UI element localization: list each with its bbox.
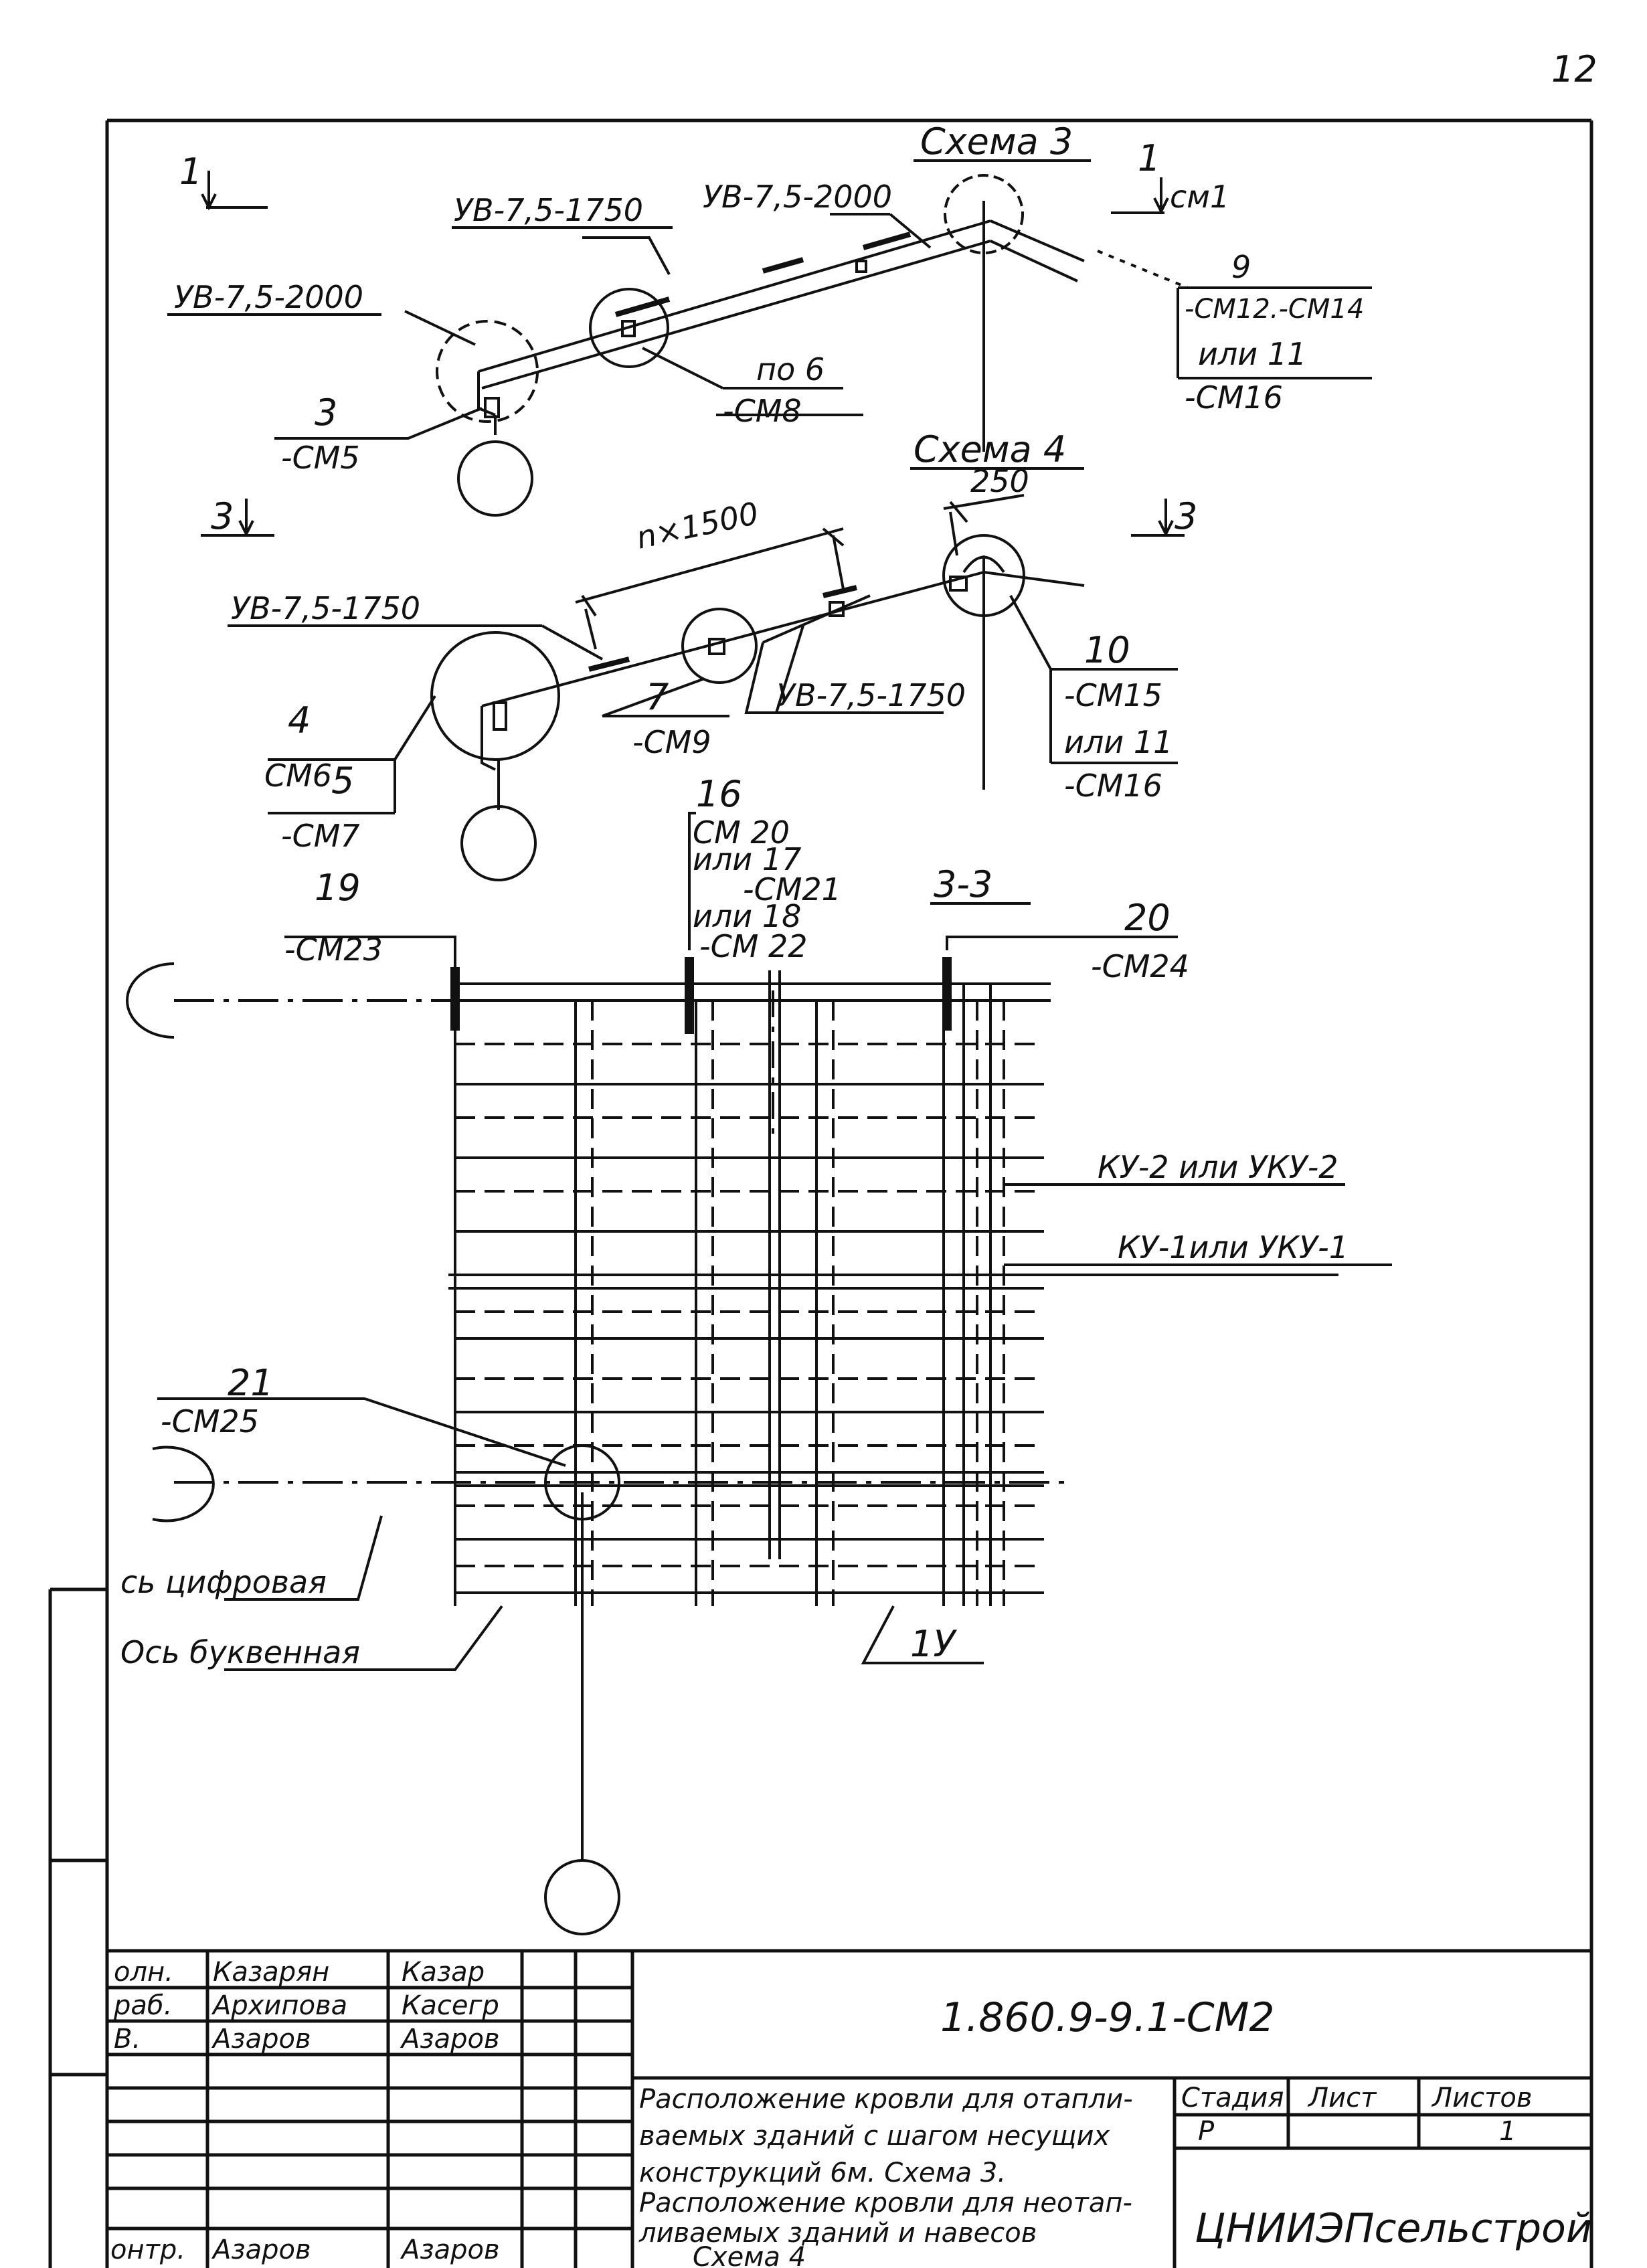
callout-20-num: 20 (1124, 897, 1171, 939)
callout-5-ref: -СМ7 (281, 818, 360, 854)
organization: ЦНИИЭПсельстрой (1195, 2205, 1592, 2252)
sheet-frame (48, 118, 1593, 2268)
callout-20-ref: -СМ24 (1091, 948, 1189, 984)
cut-mark-1-left: 1 (179, 151, 202, 193)
scheme-3-title: Схема 3 (920, 120, 1073, 163)
callout-10-ref: -СМ15 (1064, 677, 1162, 713)
drawing-title: Расположение кровли для отапли- ваемых з… (638, 2084, 1133, 2268)
callout-7-ref: -СМ9 (632, 724, 711, 760)
dim-250: 250 (970, 463, 1029, 499)
cut-mark-1-right: 1 (1138, 137, 1160, 179)
callout-17-num: или 17 (693, 841, 801, 877)
callout-21-num: 21 (228, 1362, 274, 1404)
cut-mark-3-right: 3 (1175, 495, 1197, 537)
name-0: Казарян (213, 1957, 329, 1988)
cut-mark-3-left: 3 (211, 495, 234, 537)
callout-17-ref: -СМ21 (743, 871, 841, 907)
role-0: олн. (114, 1957, 173, 1988)
callout-21-ref: -СМ25 (161, 1403, 259, 1440)
callout-5-num: 5 (331, 760, 354, 802)
name-1: Архипова (211, 1990, 347, 2021)
title-line-1: ваемых зданий с шагом несущих (639, 2121, 1110, 2152)
callout-19-ref: -СМ23 (284, 932, 383, 968)
callout-9-ref: -СМ12.-СМ14 (1185, 294, 1364, 325)
callout-11-ref: -СМ16 (1185, 379, 1283, 416)
callout-18-ref: -СМ 22 (699, 928, 808, 964)
signature-0: Казар (402, 1957, 485, 1988)
callout-19-num: 19 (315, 867, 361, 909)
callout-4-ref: СМ6 (264, 758, 332, 794)
role-1: раб. (113, 1990, 172, 2021)
callout-16-ref: СМ 20 (693, 814, 790, 851)
scheme-4 (201, 467, 1185, 881)
callout-9-num: 9 (1231, 249, 1251, 285)
axis-digital-label: сь цифровая (120, 1564, 327, 1600)
callout-6-ref: -СМ8 (723, 393, 802, 429)
role-2: В. (114, 2024, 141, 2055)
label-1u: 1У (910, 1623, 957, 1665)
callout-16-num: 16 (696, 773, 742, 815)
stage-header: Стадия (1181, 2083, 1284, 2113)
label-ku-2: КУ-2 или УКУ-2 (1098, 1149, 1338, 1185)
callout-4-num: 4 (288, 699, 311, 742)
name-7: Азаров (211, 2235, 311, 2265)
title-line-2: конструкций 6м. Схема 3. (639, 2158, 1006, 2188)
roof-plan (126, 812, 1392, 1935)
callout-10-num: 10 (1084, 629, 1130, 671)
label-ku-1: КУ-1или УКУ-1 (1118, 1229, 1349, 1266)
sheets-value: 1 (1499, 2116, 1516, 2147)
callout-18-num: или 18 (693, 898, 801, 934)
callout-11b-ref: -СМ16 (1064, 768, 1162, 804)
title-line-5: Схема 4 (693, 2242, 806, 2268)
label-uv-1750-left: УВ-7,5-1750 (231, 590, 420, 626)
title-block-left-grid: олн. Казарян Казар раб. Архипова Касегр … (110, 1957, 500, 2265)
cut-mark-1-right-sheet: см1 (1170, 179, 1229, 215)
callout-11b-num: или 11 (1064, 724, 1173, 760)
label-uv-1750-mid: УВ-7,5-1750 (776, 677, 966, 713)
name-2: Азаров (211, 2024, 311, 2055)
scheme-3 (167, 159, 1372, 517)
callout-6-num: по 6 (756, 351, 825, 387)
sheet-number: 12 (1551, 48, 1597, 90)
axis-letter-label: Ось буквенная (120, 1634, 360, 1670)
section-3-3: 3-3 (934, 863, 992, 905)
signature-1: Касегр (402, 1990, 499, 2021)
signature-7: Азаров (400, 2235, 500, 2265)
title-line-4: ливаемых зданий и навесов (638, 2218, 1037, 2249)
callout-3-ref: -СМ5 (281, 440, 360, 476)
stage-value: Р (1198, 2116, 1215, 2147)
label-uv-2000-left: УВ-7,5-2000 (174, 279, 363, 315)
callout-3-num: 3 (315, 391, 337, 434)
scheme-4-title: Схема 4 (914, 428, 1066, 470)
sheet-header: Лист (1307, 2083, 1377, 2113)
label-uv-2000-top: УВ-7,5-2000 (703, 179, 892, 215)
label-uv-1750: УВ-7,5-1750 (454, 192, 643, 228)
callout-11-num: или 11 (1198, 336, 1306, 372)
signature-2: Азаров (400, 2024, 500, 2055)
document-code: 1.860.9-9.1-СМ2 (940, 1994, 1275, 2041)
title-block (107, 1949, 1591, 2268)
callout-7-num: 7 (646, 676, 669, 718)
role-7: онтр. (110, 2235, 185, 2265)
title-line-3: Расположение кровли для неотап- (639, 2188, 1132, 2218)
title-line-0: Расположение кровли для отапли- (639, 2084, 1133, 2115)
sheets-header: Листов (1431, 2083, 1532, 2113)
